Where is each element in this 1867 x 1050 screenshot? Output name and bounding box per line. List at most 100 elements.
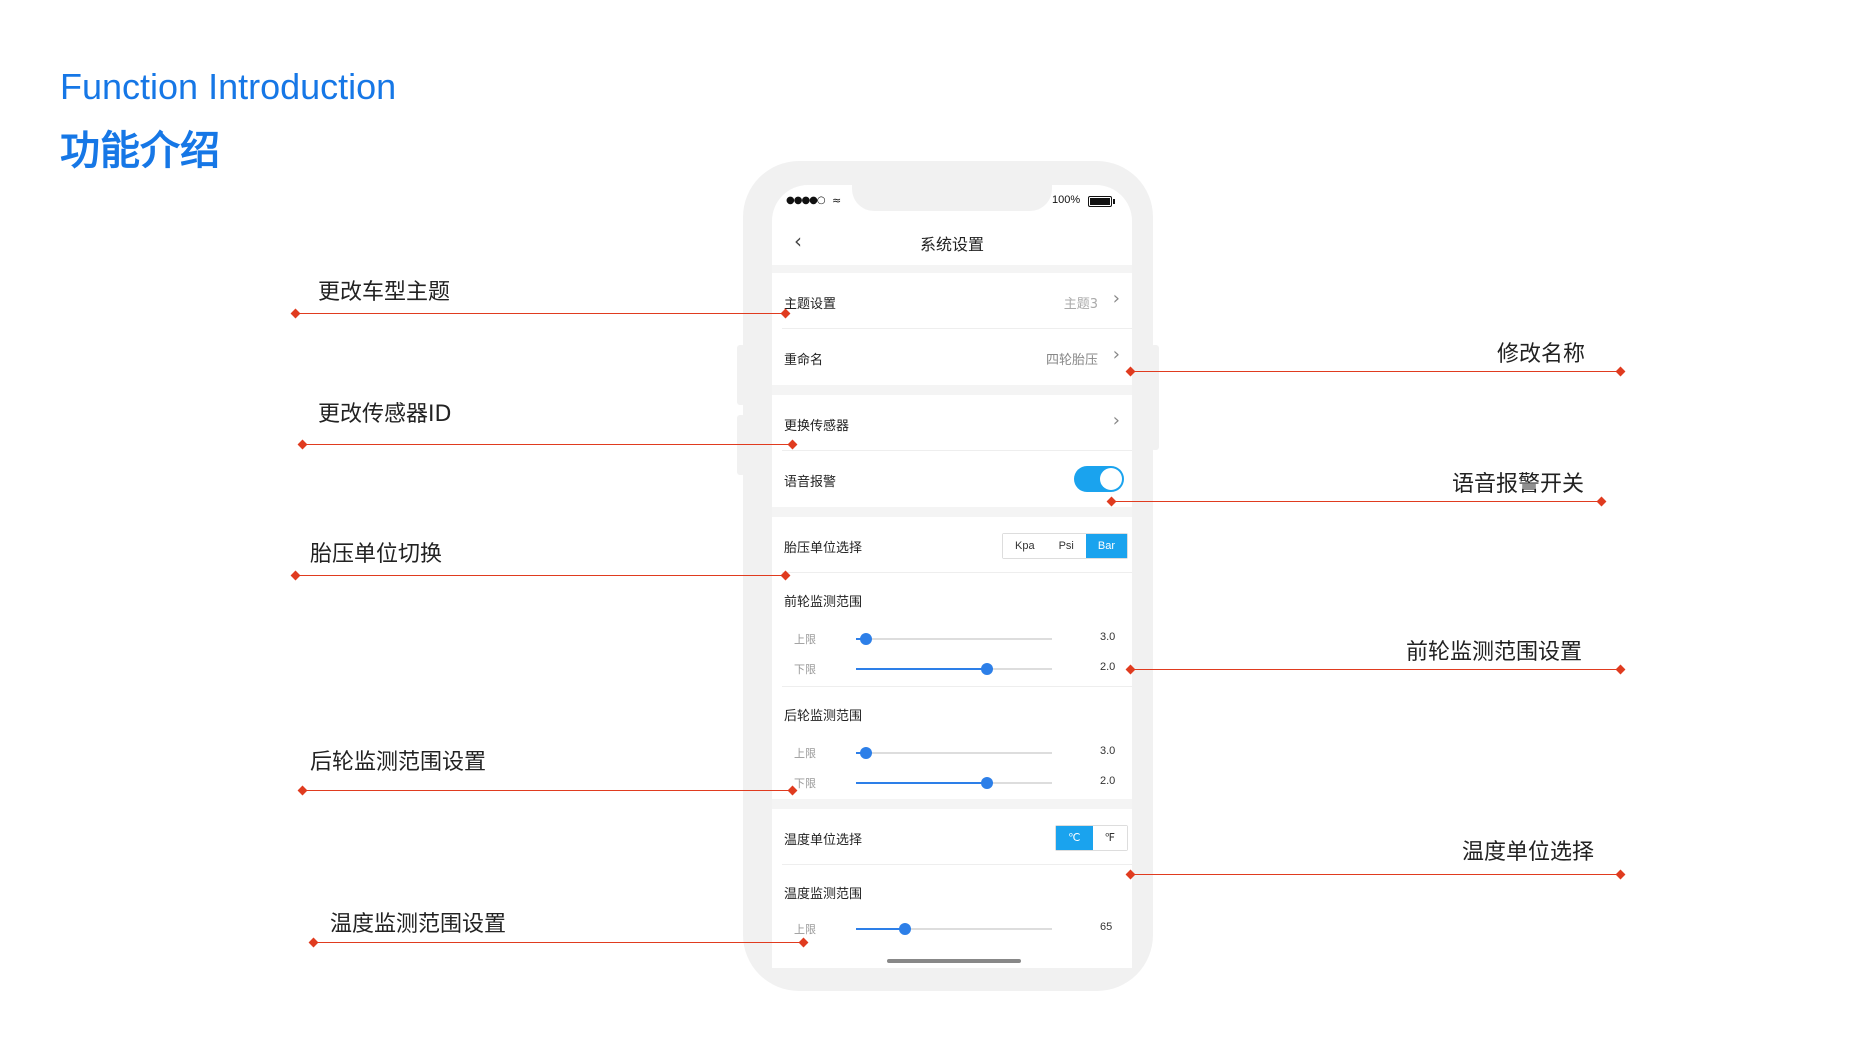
voice-alarm-toggle[interactable] — [1074, 466, 1124, 492]
annotation-dot — [1615, 664, 1626, 675]
front-lower-slider-row: 下限 2.0 — [772, 657, 1132, 681]
rear-lower-slider[interactable] — [856, 777, 1052, 789]
annotation-line — [1131, 371, 1621, 372]
rear-upper-slider[interactable] — [856, 747, 1052, 759]
slider-fill — [856, 928, 905, 930]
slider-thumb[interactable] — [859, 633, 872, 645]
row-divider — [782, 572, 1132, 573]
annotation-line — [1112, 501, 1602, 502]
home-indicator — [887, 959, 1021, 963]
pressure-unit-selector: Kpa Psi Bar — [1002, 533, 1128, 559]
annotation-dot — [1615, 366, 1626, 377]
rear-lower-value: 2.0 — [1100, 775, 1116, 787]
wifi-icon: ≈ — [832, 194, 842, 207]
annotation-rear-range: 后轮监测范围设置 — [310, 750, 487, 775]
rear-range-title: 后轮监测范围 — [784, 709, 863, 724]
temp-range-title: 温度监测范围 — [784, 887, 863, 902]
header-title-en: Function Introduction — [60, 66, 397, 107]
annotation-dot — [297, 439, 308, 450]
annotation-dot — [290, 570, 301, 581]
temp-unit-fahrenheit[interactable]: ℉ — [1092, 826, 1127, 850]
slider-thumb[interactable] — [981, 777, 994, 789]
signal-icon: ●●●●○ — [786, 195, 826, 206]
row-divider — [782, 864, 1132, 865]
replace-sensor-row[interactable]: 更换传感器 › — [772, 395, 1132, 451]
temp-upper-label: 上限 — [794, 923, 816, 936]
front-lower-label: 下限 — [794, 663, 816, 676]
annotation-line — [296, 575, 786, 576]
pressure-unit-psi[interactable]: Psi — [1046, 534, 1086, 558]
chevron-right-icon: › — [1112, 288, 1120, 309]
rename-row[interactable]: 重命名 四轮胎压 › — [772, 329, 1132, 385]
slider-fill — [856, 668, 988, 670]
row-divider — [782, 686, 1132, 687]
annotation-dot — [290, 308, 301, 319]
phone-volume-up — [737, 345, 745, 405]
annotation-theme: 更改车型主题 — [318, 280, 451, 305]
chevron-right-icon: › — [1112, 410, 1120, 431]
rear-upper-slider-row: 上限 3.0 — [772, 741, 1132, 765]
front-upper-slider-row: 上限 3.0 — [772, 627, 1132, 651]
row-divider — [782, 450, 1132, 451]
temp-unit-selector: ℃ ℉ — [1055, 825, 1128, 851]
front-lower-slider[interactable] — [856, 663, 1052, 675]
pressure-unit-bar[interactable]: Bar — [1085, 534, 1127, 558]
front-lower-value: 2.0 — [1100, 661, 1116, 673]
battery-icon — [1088, 196, 1115, 207]
rear-lower-label: 下限 — [794, 777, 816, 790]
phone-volume-down — [737, 415, 745, 475]
annotation-temp-range: 温度监测范围设置 — [330, 912, 507, 937]
temp-upper-slider-row: 上限 65 — [772, 917, 1132, 941]
temp-upper-value: 65 — [1100, 921, 1113, 933]
slider-thumb[interactable] — [981, 663, 994, 675]
back-icon[interactable]: ‹ — [794, 229, 802, 253]
annotation-line — [296, 313, 786, 314]
chevron-right-icon: › — [1112, 344, 1120, 365]
phone-power-button — [1151, 345, 1159, 450]
temp-unit-celsius[interactable]: ℃ — [1056, 826, 1093, 850]
annotation-sensor-id: 更改传感器ID — [318, 402, 452, 427]
rename-label: 重命名 — [784, 353, 824, 368]
voice-alarm-row: 语音报警 — [772, 451, 1132, 507]
annotation-voice-alarm: 语音报警开关 — [1452, 472, 1585, 497]
front-upper-slider[interactable] — [856, 633, 1052, 645]
temp-range-section: 温度监测范围 上限 65 — [772, 865, 1132, 968]
voice-alarm-label: 语音报警 — [784, 475, 837, 490]
annotation-rename: 修改名称 — [1497, 342, 1586, 367]
phone-notch — [852, 185, 1052, 211]
slider-thumb[interactable] — [859, 747, 872, 759]
toggle-knob — [1100, 468, 1122, 490]
annotation-dot — [1596, 496, 1607, 507]
rear-range-section: 后轮监测范围 上限 3.0 下限 2.0 — [772, 687, 1132, 799]
front-upper-value: 3.0 — [1100, 631, 1116, 643]
slider-thumb[interactable] — [899, 923, 911, 935]
pressure-unit-label: 胎压单位选择 — [784, 541, 863, 556]
annotation-line — [303, 790, 793, 791]
phone-screen: ●●●●○ ≈ 100% ‹ 系统设置 主题设置 主题3 › 重命名 四轮胎压 … — [772, 185, 1132, 968]
temp-unit-row: 温度单位选择 ℃ ℉ — [772, 809, 1132, 865]
rename-value: 四轮胎压 — [1045, 353, 1098, 368]
theme-setting-label: 主题设置 — [784, 297, 837, 312]
temp-upper-slider[interactable] — [856, 923, 1052, 935]
annotation-front-range: 前轮监测范围设置 — [1406, 640, 1583, 665]
theme-setting-value: 主题3 — [1063, 297, 1098, 312]
header-title-zh: 功能介绍 — [60, 128, 220, 174]
annotation-line — [303, 444, 793, 445]
annotation-dot — [1615, 869, 1626, 880]
slider-fill — [856, 782, 988, 784]
annotation-line — [1131, 874, 1621, 875]
front-range-title: 前轮监测范围 — [784, 595, 863, 610]
battery-percent: 100% — [1052, 194, 1081, 206]
temp-unit-label: 温度单位选择 — [784, 833, 863, 848]
theme-setting-row[interactable]: 主题设置 主题3 › — [772, 273, 1132, 329]
annotation-temp-unit: 温度单位选择 — [1462, 840, 1595, 865]
rear-lower-slider-row: 下限 2.0 — [772, 771, 1132, 795]
annotation-dot — [308, 937, 319, 948]
nav-title: 系统设置 — [919, 235, 984, 254]
annotation-pressure-unit: 胎压单位切换 — [310, 542, 443, 567]
annotation-dot — [297, 785, 308, 796]
pressure-unit-kpa[interactable]: Kpa — [1003, 534, 1047, 558]
front-range-section: 前轮监测范围 上限 3.0 下限 2.0 — [772, 573, 1132, 687]
pressure-unit-row: 胎压单位选择 Kpa Psi Bar — [772, 517, 1132, 573]
row-divider — [782, 328, 1132, 329]
